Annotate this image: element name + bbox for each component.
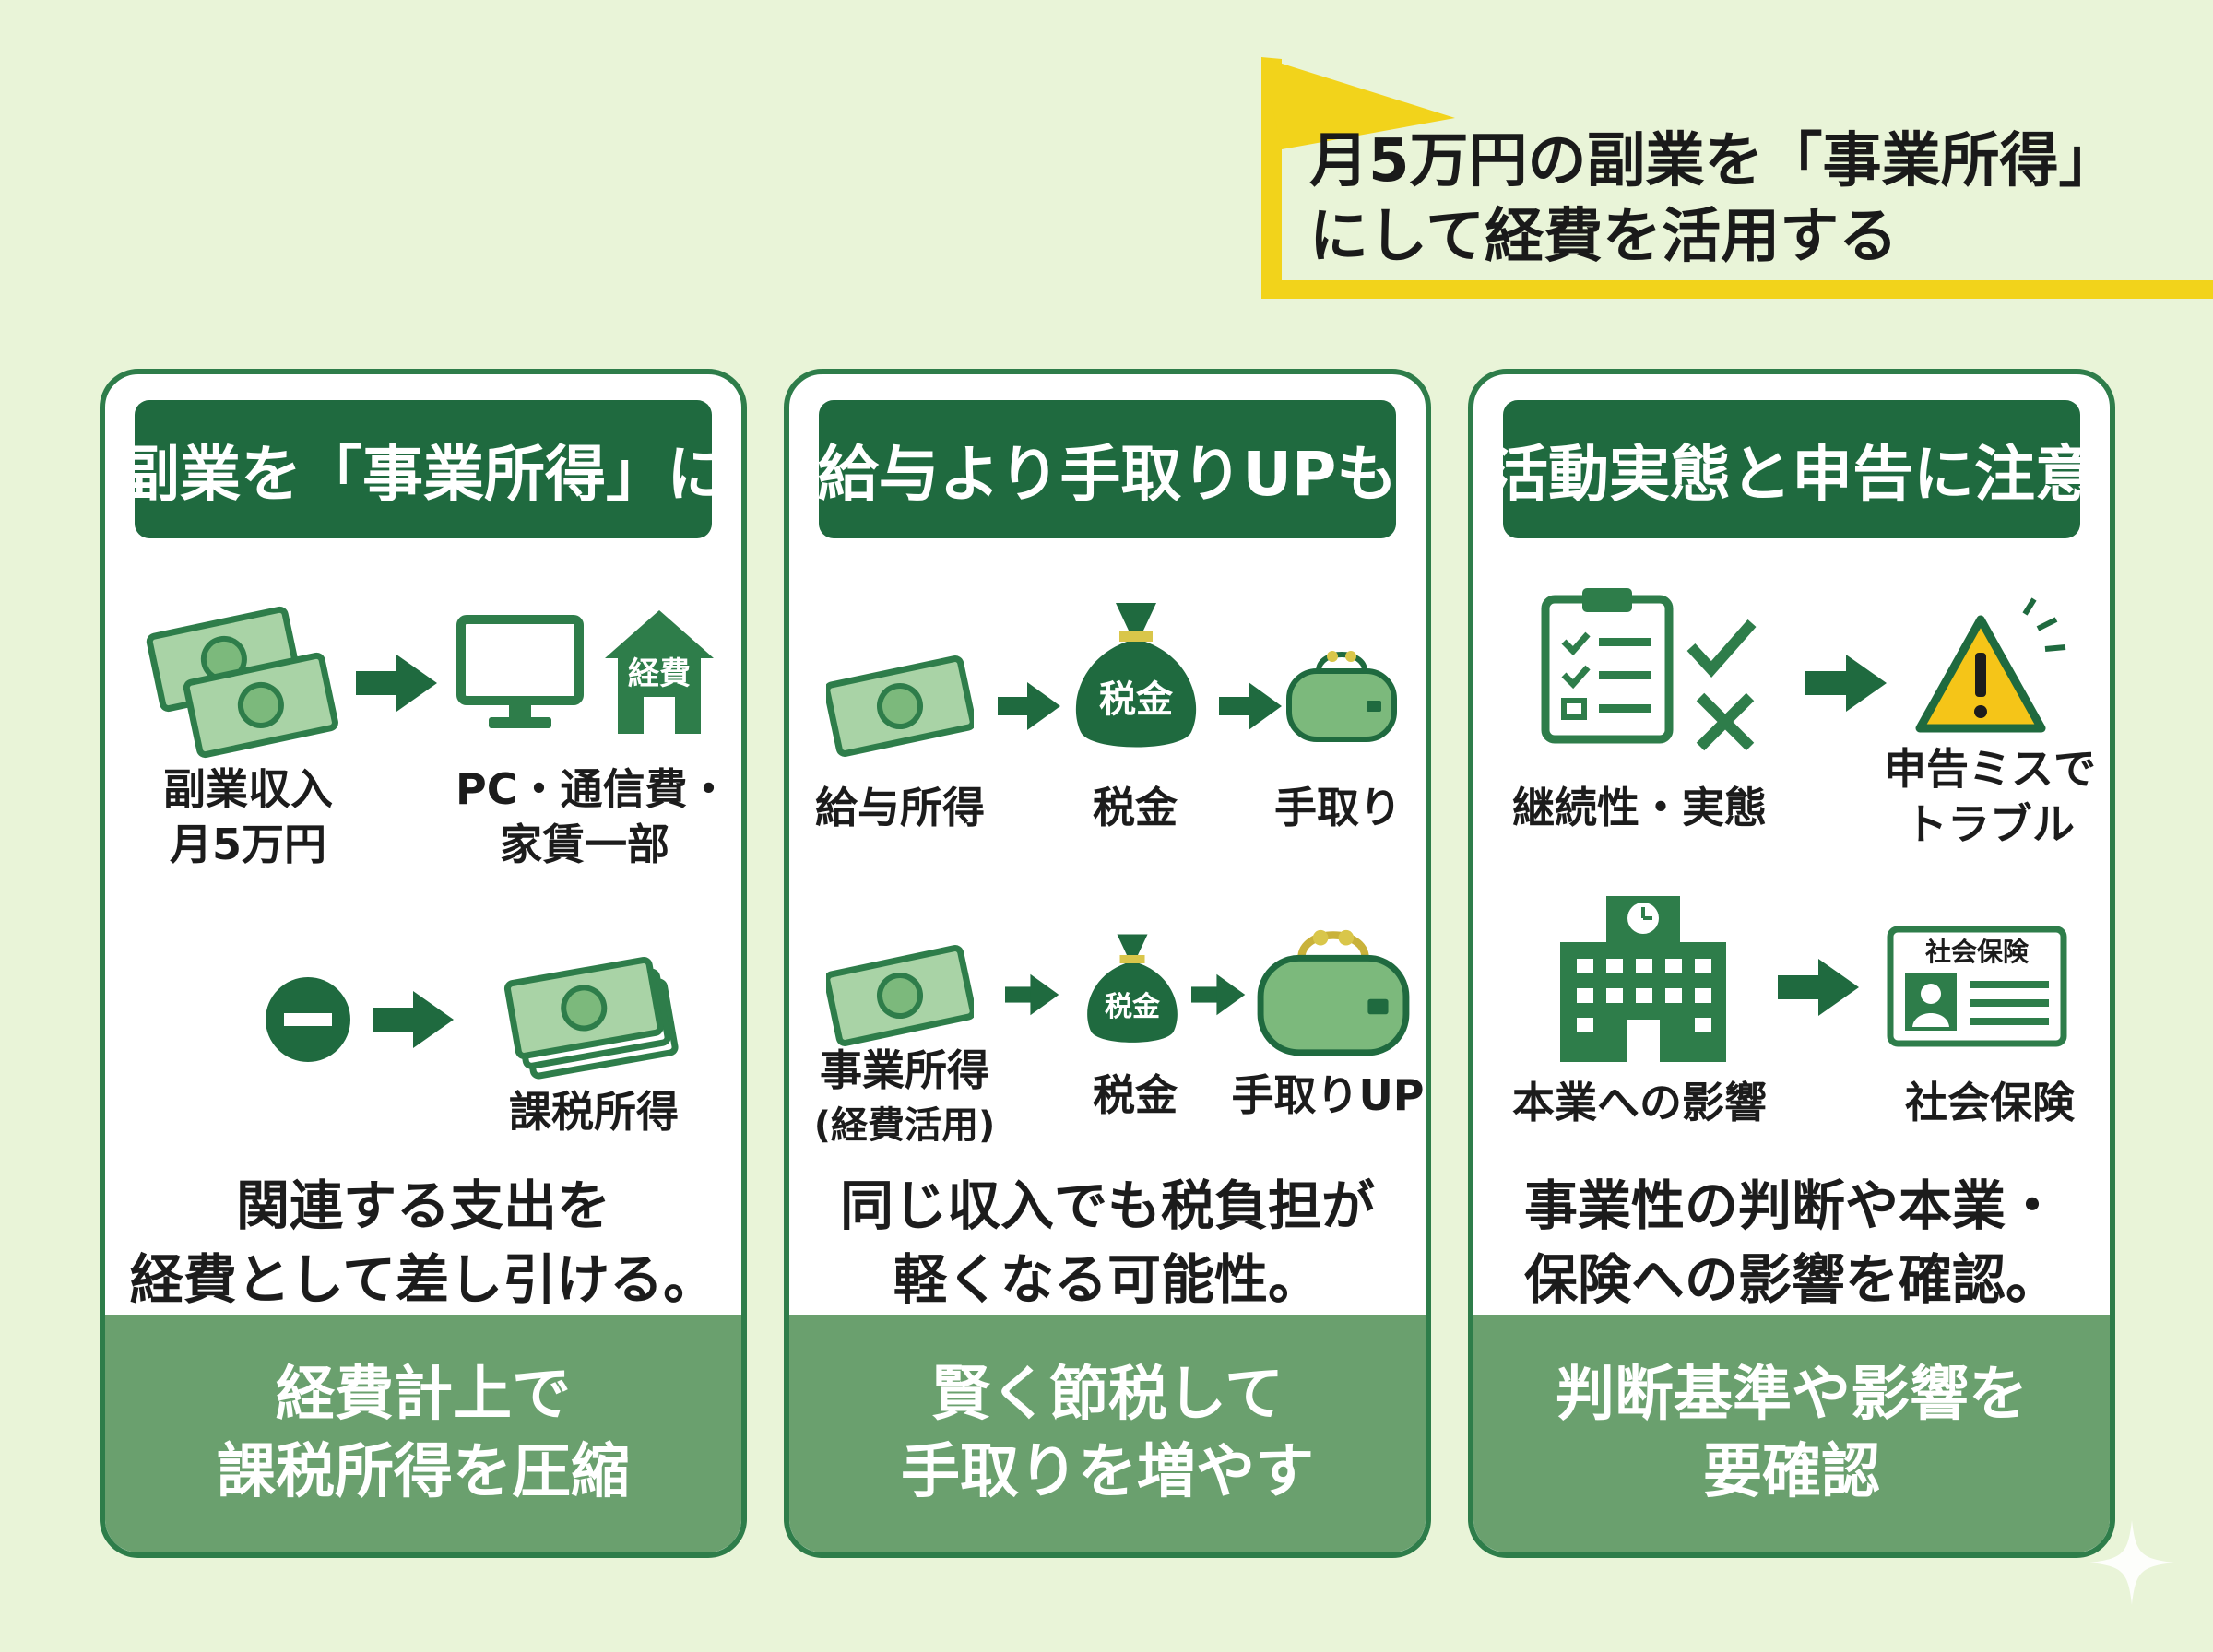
arrow-right-icon xyxy=(1219,682,1282,730)
expense-label-line-2: 家賃一部 xyxy=(500,820,669,869)
summary-line-2: 経費として差し引ける。 xyxy=(129,1248,717,1311)
card-header-text: 副業を「事業所得」に xyxy=(119,439,728,510)
business-income-line-2: (経費活用) xyxy=(813,1104,996,1147)
banknote-icon xyxy=(146,606,338,759)
arrow-right-icon xyxy=(1191,974,1246,1016)
filing-trouble-label: 申告ミスで トラブル xyxy=(1879,741,2101,852)
banknote-icon xyxy=(826,945,974,1046)
summary-line-1: 事業性の判断や本業・ xyxy=(1523,1174,2059,1237)
take-home-up-label: 手取りUP xyxy=(1231,1070,1425,1120)
footer-line-2: 課税所得を圧縮 xyxy=(217,1438,630,1506)
footer-line-1: 経費計上で xyxy=(276,1361,571,1429)
cross-icon xyxy=(1696,692,1755,751)
social-insurance-label: 社会保険 xyxy=(1905,1078,2075,1127)
banknote-icon xyxy=(826,655,974,757)
footer-line-1: 判断基準や影響を xyxy=(1556,1361,2028,1429)
expense-label: PC・通信費・ 家賃一部 xyxy=(456,761,730,872)
card-header: 活動実態と申告に注意 xyxy=(1487,400,2096,538)
business-income-line-1: 事業所得 xyxy=(820,1045,989,1095)
title-line-1: 月5万円の副業を「事業所得」 xyxy=(1309,127,2118,195)
taxable-income-label: 課税所得 xyxy=(509,1087,679,1137)
office-building-icon xyxy=(1560,896,1726,1062)
title-banner: 月5万円の副業を「事業所得」 にして経費を活用する xyxy=(1261,57,2213,299)
card-footer: 経費計上で 課税所得を圧縮 xyxy=(105,1315,741,1552)
trouble-label-line-1: 申告ミスで xyxy=(1884,744,2096,794)
title-line-2: にして経費を活用する xyxy=(1309,203,1899,271)
summary-line-2: 保険への影響を確認。 xyxy=(1523,1248,2059,1311)
card-summary: 同じ収入でも税負担が 軽くなる可能性。 xyxy=(789,1169,1426,1316)
main-job-impact-label: 本業への影響 xyxy=(1512,1078,1767,1127)
take-home-label: 手取り xyxy=(1274,783,1402,832)
sparkle-icon xyxy=(2089,1520,2174,1605)
tax-bag-text-small: 税金 xyxy=(1105,991,1161,1023)
cash-stack-icon xyxy=(503,956,679,1080)
insurance-card-icon: 社会保険 xyxy=(1887,926,2067,1047)
income-label-line-2: 月5万円 xyxy=(169,820,326,869)
card-footer: 賢く節税して 手取りを増やす xyxy=(789,1315,1426,1552)
tax-bag-text: 税金 xyxy=(1099,678,1174,721)
monitor-icon xyxy=(456,615,584,728)
summary-line-2: 軽くなる可能性。 xyxy=(893,1248,1321,1311)
card-summary: 関連する支出を 経費として差し引ける。 xyxy=(105,1169,741,1316)
house-icon: 経費 xyxy=(605,610,714,734)
wallet-icon xyxy=(1286,651,1397,742)
expense-label-line-1: PC・通信費・ xyxy=(456,764,730,814)
card-header-text: 給与より手取りUPも xyxy=(817,439,1398,510)
check-icon xyxy=(1686,620,1757,678)
minus-circle-icon xyxy=(266,977,350,1062)
house-expense-text: 経費 xyxy=(628,655,691,692)
money-bag-icon: 税金 xyxy=(1087,934,1178,1043)
card-business-income: 副業を「事業所得」に 経費 副業収入 月5万円 PC・通信費・ 家賃一部 xyxy=(100,369,747,1558)
card-caution: 活動実態と申告に注意 継続性・実態 申告ミスで トラブル xyxy=(1468,369,2115,1558)
continuity-label: 継続性・実態 xyxy=(1512,783,1767,832)
arrow-right-icon xyxy=(356,655,437,712)
trouble-label-line-2: トラブル xyxy=(1905,799,2075,849)
arrow-right-icon xyxy=(1005,974,1059,1016)
salary-income-label: 給与所得 xyxy=(815,783,985,832)
business-income-label: 事業所得 (経費活用) xyxy=(799,1043,1011,1153)
income-label-line-1: 副業収入 xyxy=(163,764,333,814)
card-take-home-up: 給与より手取りUPも 税金 給与所得 税金 手取り xyxy=(784,369,1431,1558)
arrow-right-icon xyxy=(1805,655,1887,712)
card-header: 給与より手取りUPも xyxy=(817,400,1398,538)
income-label: 副業収入 月5万円 xyxy=(133,761,363,872)
card-footer: 判断基準や影響を 要確認 xyxy=(1473,1315,2110,1552)
summary-line-1: 関連する支出を xyxy=(235,1174,610,1237)
arrow-right-icon xyxy=(1778,959,1859,1016)
footer-line-1: 賢く節税して xyxy=(930,1361,1284,1429)
wallet-icon xyxy=(1257,929,1410,1056)
page-title: 月5万円の副業を「事業所得」 にして経費を活用する xyxy=(1309,124,2118,275)
arrow-right-icon xyxy=(998,682,1060,730)
card-header-text: 活動実態と申告に注意 xyxy=(1487,439,2096,510)
footer-line-2: 要確認 xyxy=(1703,1438,1880,1506)
tax-label: 税金 xyxy=(1093,783,1178,832)
card-header: 副業を「事業所得」に xyxy=(119,400,728,538)
arrow-right-icon xyxy=(373,991,454,1048)
warning-icon xyxy=(1915,597,2066,733)
clipboard-icon xyxy=(1541,588,1674,744)
card-summary: 事業性の判断や本業・ 保険への影響を確認。 xyxy=(1473,1169,2110,1316)
summary-line-1: 同じ収入でも税負担が xyxy=(839,1174,1375,1237)
money-bag-icon: 税金 xyxy=(1075,603,1197,748)
banner-flag-shape xyxy=(1261,57,2213,299)
tax-label: 税金 xyxy=(1093,1070,1178,1120)
footer-line-2: 手取りを増やす xyxy=(901,1438,1314,1506)
insurance-card-title: 社会保険 xyxy=(1925,937,2030,967)
